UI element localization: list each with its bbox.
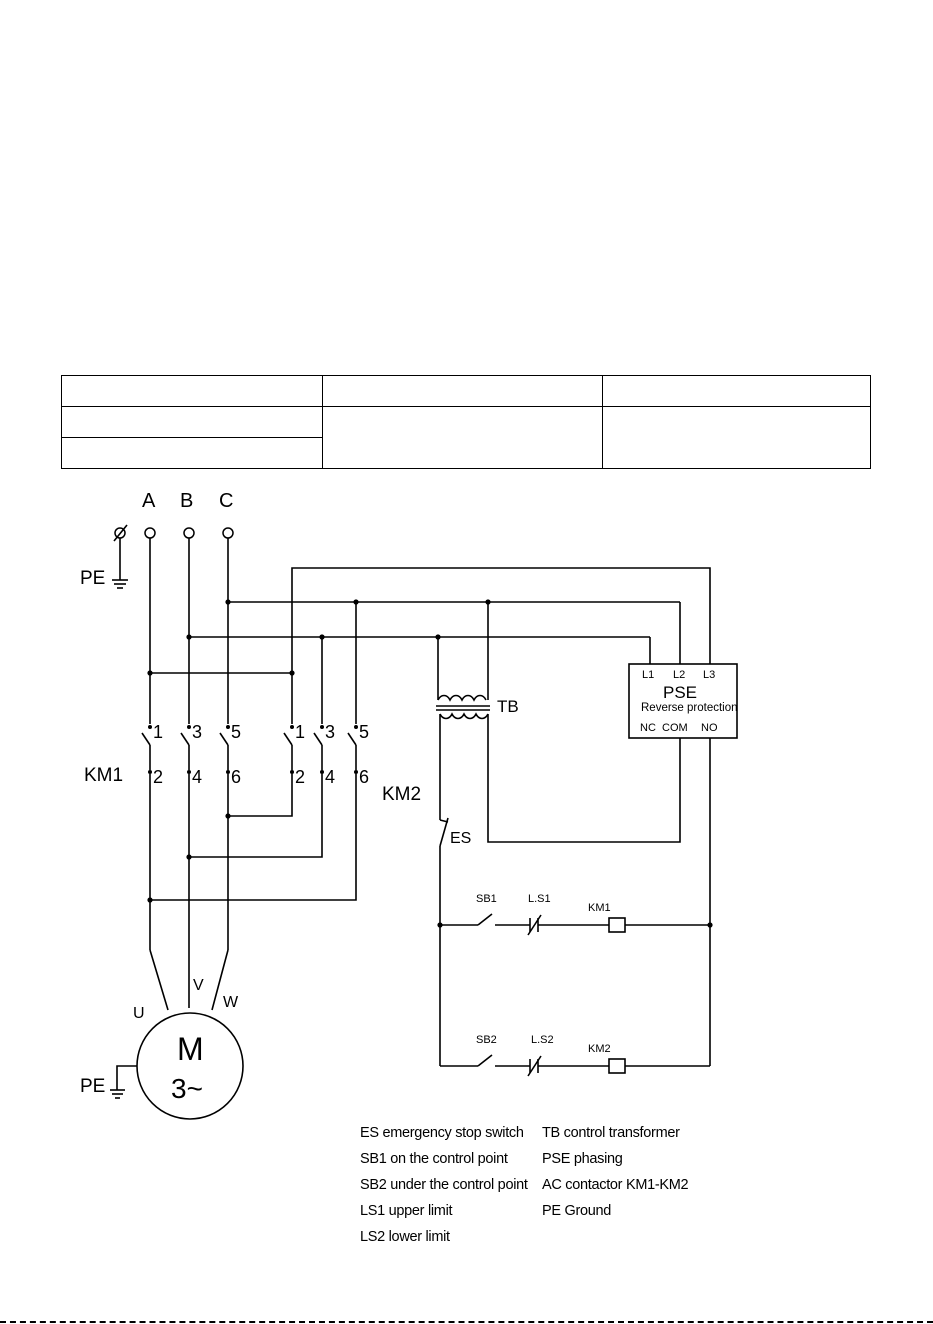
km1-contacts xyxy=(141,725,230,774)
pe-top-label: PE xyxy=(80,568,105,589)
legend-item: LS2 lower limit xyxy=(360,1229,450,1245)
tb-label: TB xyxy=(497,697,519,716)
pse-title: PSE xyxy=(663,683,697,702)
km1-terminal-1: 1 xyxy=(153,722,163,742)
legend-item: ES emergency stop switch xyxy=(360,1125,524,1141)
ground-symbol-bottom xyxy=(110,1065,137,1099)
table-cell xyxy=(60,406,324,438)
table-cell xyxy=(60,375,324,407)
table-row xyxy=(60,375,871,407)
phase-b-label: B xyxy=(180,490,193,512)
es-label: ES xyxy=(450,830,471,847)
km2-label: KM2 xyxy=(382,784,421,805)
pse-no-label: NO xyxy=(701,722,718,734)
legend-right-column: TB control transformer PSE phasing AC co… xyxy=(542,1120,722,1224)
pse-subtitle: Reverse protection xyxy=(641,702,738,714)
km2-terminal-2: 2 xyxy=(295,767,305,787)
km1-terminal-4: 4 xyxy=(192,767,202,787)
legend-item: AC contactor KM1-KM2 xyxy=(542,1177,689,1193)
pse-l2-label: L2 xyxy=(673,669,685,681)
terminal-b xyxy=(183,527,195,539)
rung-1 xyxy=(437,913,710,936)
es-switch xyxy=(439,817,449,1066)
table-cell xyxy=(322,375,604,407)
table-cell xyxy=(602,375,871,407)
sb1-label: SB1 xyxy=(476,893,497,905)
motor-u-label: U xyxy=(133,1005,145,1022)
legend-item: PE Ground xyxy=(542,1203,612,1219)
phase-a-label: A xyxy=(142,490,156,512)
km2-terminal-6: 6 xyxy=(359,767,369,787)
rung-2 xyxy=(440,1054,710,1077)
pse-l3-label: L3 xyxy=(703,669,715,681)
table-row xyxy=(60,437,871,469)
table-row xyxy=(60,406,871,469)
km1-terminal-5: 5 xyxy=(231,722,241,742)
table-cell xyxy=(60,437,324,469)
km2-contacts xyxy=(283,725,358,774)
pse-module xyxy=(628,663,738,739)
pse-nc-label: NC xyxy=(640,722,656,734)
pse-com-label: COM xyxy=(662,722,688,734)
km2-terminal-1: 1 xyxy=(295,722,305,742)
ground-symbol-top xyxy=(112,524,128,589)
transformer-tb xyxy=(436,602,681,843)
legend-item: TB control transformer xyxy=(542,1125,680,1141)
pse-l1-label: L1 xyxy=(642,669,654,681)
km1-terminal-3: 3 xyxy=(192,722,202,742)
motor-phase-label: 3~ xyxy=(171,1073,203,1104)
terminal-c xyxy=(222,527,234,539)
legend-item: SB1 on the control point xyxy=(360,1151,508,1167)
motor-w-label: W xyxy=(223,994,239,1011)
km2-terminal-4: 4 xyxy=(325,767,335,787)
page-bottom-rule xyxy=(0,1321,933,1323)
coil-km2-label: KM2 xyxy=(588,1043,611,1055)
terminal-a xyxy=(144,527,156,539)
ls1-label: L.S1 xyxy=(528,893,551,905)
table-cell xyxy=(322,406,604,469)
km2-terminal-5: 5 xyxy=(359,722,369,742)
motor-m-label: M xyxy=(177,1031,204,1067)
sb2-label: SB2 xyxy=(476,1034,497,1046)
ls2-label: L.S2 xyxy=(531,1034,554,1046)
km2-terminal-3: 3 xyxy=(325,722,335,742)
empty-table xyxy=(60,375,871,469)
pe-bottom-label: PE xyxy=(80,1076,105,1097)
phase-c-label: C xyxy=(219,490,233,512)
legend-item: SB2 under the control point xyxy=(360,1177,528,1193)
km1-terminal-2: 2 xyxy=(153,767,163,787)
km1-label: KM1 xyxy=(84,765,123,786)
legend-left-column: ES emergency stop switch SB1 on the cont… xyxy=(360,1120,540,1250)
coil-km1-label: KM1 xyxy=(588,902,611,914)
km1-terminal-6: 6 xyxy=(231,767,241,787)
motor-v-label: V xyxy=(193,977,204,994)
legend: ES emergency stop switch SB1 on the cont… xyxy=(360,1120,720,1250)
table-cell xyxy=(602,406,871,469)
legend-item: PSE phasing xyxy=(542,1151,623,1167)
legend-item: LS1 upper limit xyxy=(360,1203,453,1219)
wiring-diagram: A B C PE xyxy=(80,490,738,1120)
